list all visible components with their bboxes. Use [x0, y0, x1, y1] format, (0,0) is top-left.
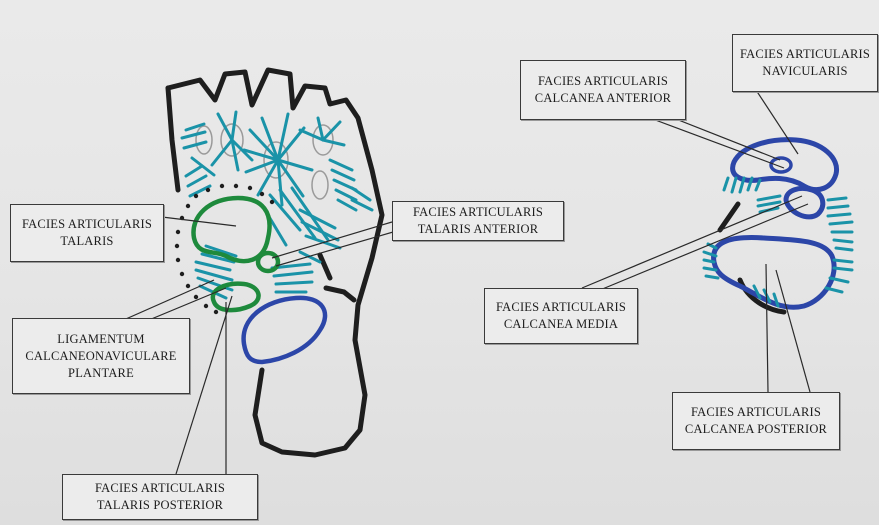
label-facies-articularis-talaris-posterior: FACIES ARTICULARIS TALARIS POSTERIOR — [62, 474, 258, 520]
calcanea-media-shape — [786, 188, 823, 216]
label-facies-articularis-calcanea-anterior: FACIES ARTICULARIS CALCANEA ANTERIOR — [520, 60, 686, 120]
facies-talaris-anterior-shape — [258, 253, 278, 271]
label-line: TALARIS POSTERIOR — [97, 497, 223, 514]
label-line: FACIES ARTICULARIS — [496, 299, 626, 316]
facies-talaris-posterior-shape — [213, 284, 259, 310]
label-line: CALCANEA MEDIA — [504, 316, 618, 333]
label-line: FACIES ARTICULARIS — [413, 204, 543, 221]
label-line: NAVICULARIS — [762, 63, 847, 80]
label-facies-articularis-talaris-anterior: FACIES ARTICULARIS TALARIS ANTERIOR — [392, 201, 564, 241]
label-line: TALARIS — [60, 233, 113, 250]
navicular-spot — [771, 158, 791, 172]
label-line: LIGAMENTUM — [57, 331, 144, 348]
label-facies-articularis-talaris: FACIES ARTICULARIS TALARIS — [10, 204, 164, 262]
label-line: FACIES ARTICULARIS — [740, 46, 870, 63]
label-line: FACIES ARTICULARIS — [95, 480, 225, 497]
label-line: FACIES ARTICULARIS — [691, 404, 821, 421]
label-facies-articularis-calcanea-posterior: FACIES ARTICULARIS CALCANEA POSTERIOR — [672, 392, 840, 450]
label-line: FACIES ARTICULARIS — [22, 216, 152, 233]
calcaneal-surface-left — [244, 298, 325, 362]
label-line: CALCANEA POSTERIOR — [685, 421, 827, 438]
label-line: FACIES ARTICULARIS — [538, 73, 668, 90]
label-line: CALCANEONAVICULARE — [25, 348, 176, 365]
label-facies-articularis-calcanea-media: FACIES ARTICULARIS CALCANEA MEDIA — [484, 288, 638, 344]
label-line: CALCANEA ANTERIOR — [535, 90, 671, 107]
label-facies-articularis-navicularis: FACIES ARTICULARIS NAVICULARIS — [732, 34, 878, 92]
label-line: TALARIS ANTERIOR — [418, 221, 539, 238]
facies-talaris-shape — [193, 198, 269, 261]
label-ligamentum-calcaneonaviculare-plantare: LIGAMENTUM CALCANEONAVICULARE PLANTARE — [12, 318, 190, 394]
label-line: PLANTARE — [68, 365, 134, 382]
